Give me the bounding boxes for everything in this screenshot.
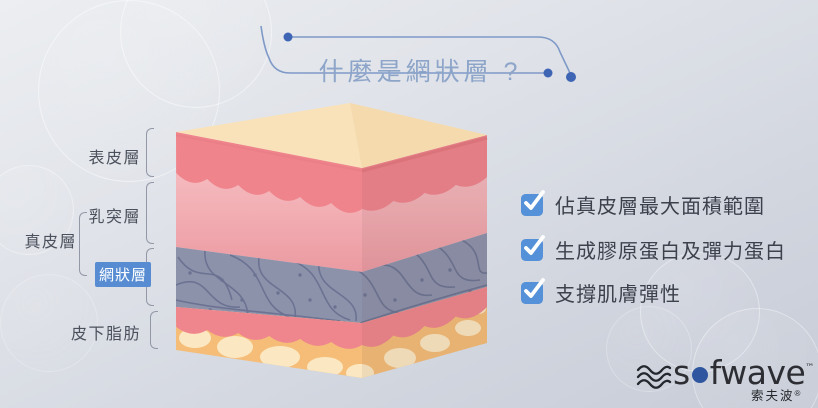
bullet-text: 生成膠原蛋白及彈力蛋白: [555, 241, 786, 263]
bracket-subcutaneous-fat: [150, 311, 158, 349]
logo-trademark: ™: [805, 363, 815, 373]
label-dermis: 真皮層: [24, 234, 77, 251]
bullet-item: 佔真皮層最大面積範圍: [521, 189, 765, 219]
checkmark-icon: [524, 277, 545, 298]
logo-chinese-text: 索夫波: [751, 389, 795, 403]
bullet-text: 佔真皮層最大面積範圍: [555, 196, 765, 218]
checkmark-icon: [524, 234, 545, 255]
checkbox-icon: [521, 189, 545, 216]
bullet-item: 支撐肌膚彈性: [521, 277, 681, 307]
checkbox-icon: [521, 277, 545, 304]
logo-chinese-name: 索夫波®: [751, 385, 800, 404]
logo-registered-mark: ®: [794, 389, 801, 398]
checkmark-icon: [524, 189, 545, 210]
label-subcutaneous-fat: 皮下脂肪: [70, 326, 141, 343]
bubble-decoration: [606, 306, 692, 392]
sofwave-wave-icon: [636, 365, 672, 389]
bubble-decoration: [0, 165, 74, 255]
bracket-epidermis: [146, 128, 154, 177]
bracket-dermis: [79, 212, 87, 276]
bullet-text: 支撐肌膚彈性: [555, 284, 681, 306]
logo-brand-suffix: fwave: [709, 353, 806, 392]
page-title: 什麼是網狀層 ?: [318, 58, 522, 86]
label-reticular: 網狀層: [98, 267, 147, 284]
title-decoration-lines: [260, 25, 576, 82]
bracket-papillary: [146, 182, 154, 244]
label-epidermis: 表皮層: [88, 150, 141, 167]
epidermis-layer: [176, 132, 487, 213]
label-papillary: 乳突層: [88, 209, 141, 226]
skin-cube-illustration: [175, 103, 488, 378]
cube-right-shade: [362, 135, 487, 378]
checkbox-icon: [521, 234, 545, 261]
bullet-item: 生成膠原蛋白及彈力蛋白: [521, 234, 786, 264]
dermis-fat-boundary: [176, 287, 487, 349]
logo-o-dot-icon: [691, 367, 708, 383]
bubble-decoration: [0, 274, 98, 372]
cube-top-shade: [350, 103, 487, 168]
logo-brand-prefix: s: [673, 353, 690, 392]
reticular-layer: [176, 233, 487, 323]
label-reticular-highlight: 網狀層: [95, 262, 151, 287]
reticular-fibers: [176, 236, 487, 323]
